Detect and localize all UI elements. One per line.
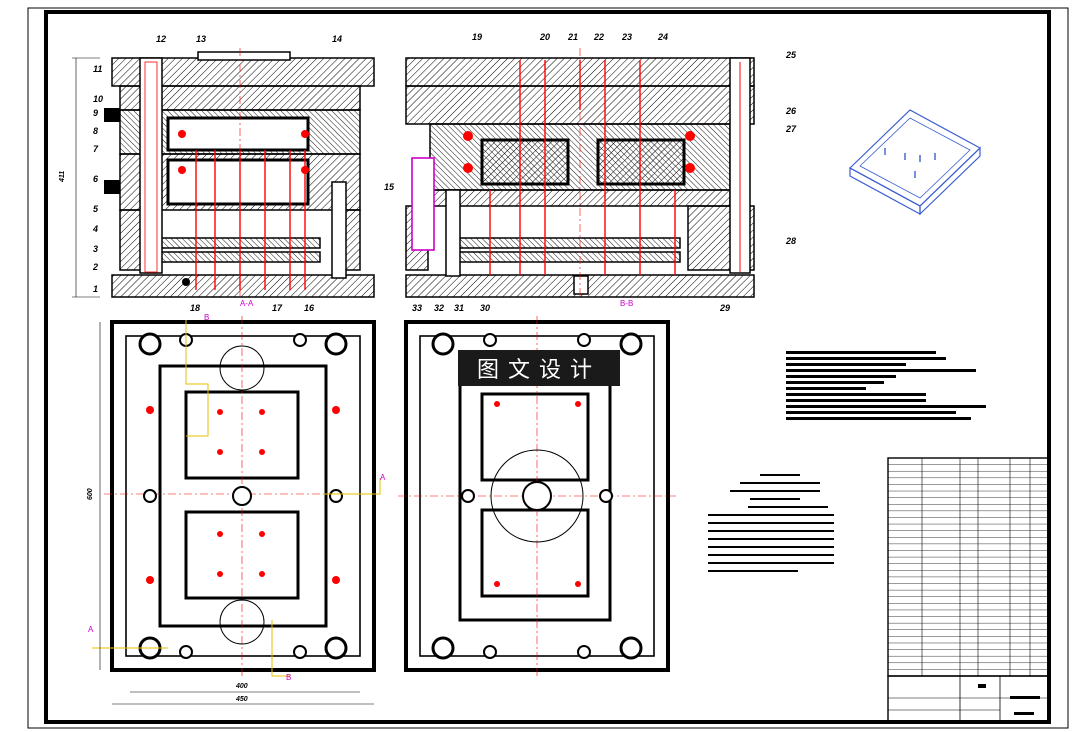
callout-29: 29 xyxy=(719,303,730,313)
technical-requirements-block xyxy=(786,351,986,420)
watermark-banner: 图文设计 xyxy=(458,350,620,386)
callout-3: 3 xyxy=(93,244,98,254)
callout-33: 33 xyxy=(412,303,422,313)
callout-27: 27 xyxy=(785,124,797,134)
callout-8: 8 xyxy=(93,126,98,136)
watermark-text: 图文设计 xyxy=(476,358,601,383)
callout-5: 5 xyxy=(93,204,99,214)
plan-view-moving-half xyxy=(92,316,381,705)
title-block xyxy=(887,675,1051,723)
callout-20: 20 xyxy=(539,32,550,42)
callout-4: 4 xyxy=(92,224,98,234)
section-marker-a-right: A xyxy=(380,473,386,482)
callout-14: 14 xyxy=(332,34,342,44)
callout-31: 31 xyxy=(454,303,464,313)
section-a-view xyxy=(72,48,375,298)
callout-19: 19 xyxy=(472,32,482,42)
parts-list-table xyxy=(887,457,1051,677)
dimension-height-plan: 600 xyxy=(87,488,94,500)
callout-11: 11 xyxy=(93,64,102,74)
callout-15: 15 xyxy=(384,182,395,192)
callout-9: 9 xyxy=(93,108,98,118)
part-number-callouts: 1 2 3 4 5 6 7 8 9 10 11 12 13 14 15 16 1… xyxy=(92,32,797,313)
callout-28: 28 xyxy=(785,236,796,246)
section-label-b-b: B-B xyxy=(620,299,633,308)
callout-22: 22 xyxy=(593,32,604,42)
callout-6: 6 xyxy=(93,174,99,184)
parts-list-rows xyxy=(888,464,1050,670)
callout-32: 32 xyxy=(434,303,444,313)
dimension-width-outer: 450 xyxy=(235,696,248,703)
callout-24: 24 xyxy=(657,32,668,42)
dimension-width-inner: 400 xyxy=(235,683,248,690)
section-b-view xyxy=(405,48,755,298)
callout-13: 13 xyxy=(196,34,206,44)
callout-23: 23 xyxy=(621,32,632,42)
sheet-inner-border xyxy=(44,10,1051,724)
dimension-height-left: 411 xyxy=(59,171,66,183)
callout-12: 12 xyxy=(156,34,166,44)
section-marker-a-left: A xyxy=(88,625,94,634)
callout-10: 10 xyxy=(93,94,103,104)
callout-25: 25 xyxy=(785,50,797,60)
section-label-a-a: A-A xyxy=(240,299,254,308)
callout-7: 7 xyxy=(93,144,99,154)
callout-16: 16 xyxy=(304,303,315,313)
callout-18: 18 xyxy=(190,303,200,313)
callout-30: 30 xyxy=(480,303,490,313)
notes-paragraph xyxy=(708,474,834,572)
isometric-model xyxy=(848,109,982,216)
section-marker-b-bottom: B xyxy=(286,673,291,682)
section-marker-b-top: B xyxy=(204,313,209,322)
callout-1: 1 xyxy=(93,284,98,294)
callout-21: 21 xyxy=(567,32,578,42)
callout-26: 26 xyxy=(785,106,797,116)
sheet-outer-border xyxy=(27,7,1069,729)
callout-2: 2 xyxy=(92,262,98,272)
callout-17: 17 xyxy=(272,303,283,313)
